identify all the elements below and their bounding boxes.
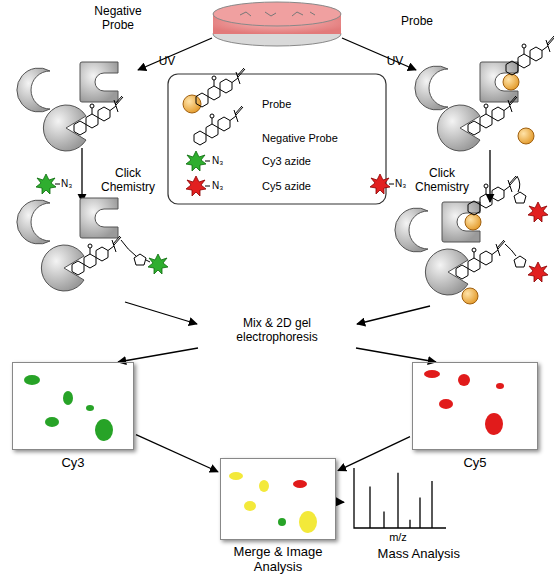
chemical-group: N₃ [61,177,85,191]
chemical-group: N₃ [212,154,236,168]
gel-caption: Cy3 [61,455,84,470]
flow-arrow [136,435,218,472]
step-label: Probe [392,14,442,28]
step-label: Click Chemistry [92,166,164,194]
legend-text: Negative Probe [262,131,338,145]
node-caption: Mass Analysis [378,546,460,561]
step-label: Mix & 2D gel electrophoresis [202,316,352,344]
axis-label: m/z [346,530,450,544]
gel-image: Merge & Image Analysis [220,458,336,540]
gel-caption: Cy5 [463,455,486,470]
legend-text: Cy5 azide [262,179,311,193]
chemical-group: N₃ [212,179,236,193]
flow-arrow [338,501,344,503]
flow-arrow [338,437,410,471]
step-label: Click Chemistry [406,166,478,194]
gel-image: Cy5 [412,362,538,450]
step-label: UV [152,54,182,68]
step-label: Negative Probe [78,4,158,32]
gel-caption: Merge & Image Analysis [213,544,343,574]
mass-spectrum: m/zMass Analysis [346,466,450,544]
legend-text: Cy3 azide [262,154,311,168]
legend-text: Probe [262,97,291,111]
step-label: UV [380,54,410,68]
chemical-group: N₃ [395,177,419,191]
gel-image: Cy3 [12,362,134,450]
